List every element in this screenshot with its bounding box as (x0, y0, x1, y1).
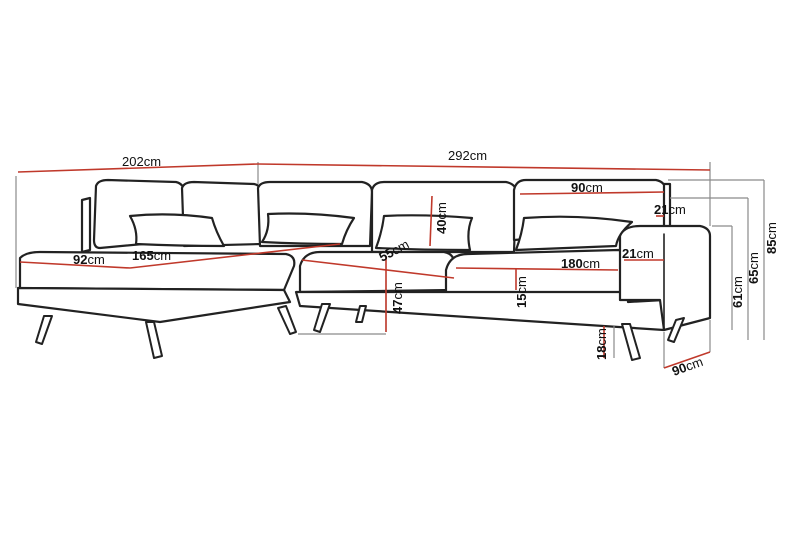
leg-3 (277, 305, 297, 335)
label-total-height: 85cm (764, 222, 779, 254)
label-overall-left-width: 202cm (122, 154, 161, 169)
leg-2 (145, 321, 163, 359)
label-seat-height: 47cm (390, 282, 405, 314)
pillow-4 (514, 215, 634, 252)
label-back-cushion-height: 40cm (434, 202, 449, 234)
pillow-1 (128, 213, 226, 248)
leg-4 (313, 303, 331, 333)
left-back-frame (80, 196, 92, 254)
dimension-lines (17, 163, 711, 369)
label-seat-depth: 55cm (376, 236, 411, 264)
label-arm-height: 61cm (730, 276, 745, 308)
label-back-cushion-width: 90cm (571, 180, 603, 195)
label-chaise-length: 165cm (132, 248, 171, 263)
pillow-2 (260, 212, 356, 246)
label-seat-width: 180cm (561, 256, 600, 271)
label-leg-height: 18cm (594, 328, 609, 360)
label-back-cushion-thickness: 21cm (654, 202, 686, 217)
leg-1 (35, 315, 53, 345)
leg-5 (355, 305, 367, 323)
label-backrest-height: 65cm (746, 252, 761, 284)
leg-6 (621, 323, 641, 361)
pillow-3 (374, 214, 474, 252)
label-depth: 90cm (670, 354, 705, 379)
leg-7 (667, 317, 685, 343)
seat-cushion-2 (444, 248, 632, 296)
sofa-outline (16, 178, 712, 361)
label-arm-width: 21cm (622, 246, 654, 261)
dimension-labels: 202cm 292cm 90cm 21cm 21cm 180cm 92cm 16… (73, 148, 779, 379)
chaise-seat-cushion (18, 250, 296, 292)
right-arm (618, 224, 712, 332)
label-overall-width: 292cm (448, 148, 487, 163)
seat-cushion-1 (298, 250, 456, 294)
main-base (294, 290, 666, 332)
label-chaise-width: 92cm (73, 252, 105, 267)
label-cushion-thickness: 15cm (514, 276, 529, 308)
chaise-base (16, 286, 292, 324)
